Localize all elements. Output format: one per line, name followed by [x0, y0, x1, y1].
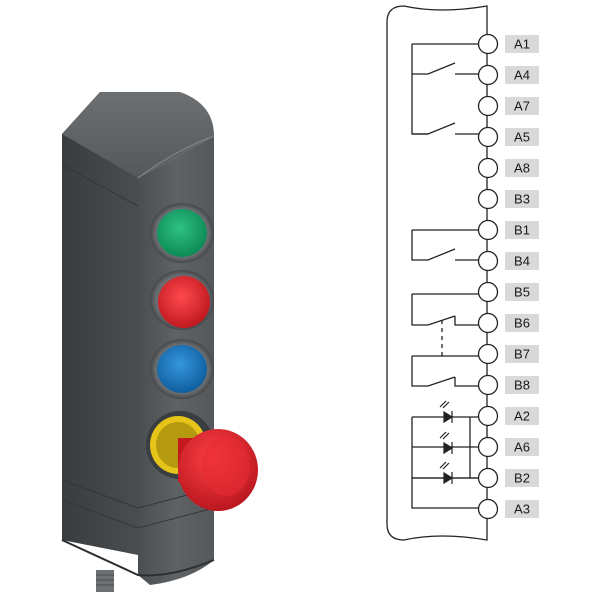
- terminal-label-bg: [505, 128, 539, 146]
- terminal-label-bg: [505, 500, 539, 518]
- terminal-circle: [477, 95, 499, 117]
- terminal-label: A2: [514, 409, 530, 424]
- terminal-label-bg: [505, 438, 539, 456]
- terminal-label-bg: [505, 35, 539, 53]
- terminal-label-bg: [505, 159, 539, 177]
- terminal-label-bg: [505, 252, 539, 270]
- terminal-label: A4: [514, 68, 530, 83]
- terminal-label: A6: [514, 440, 530, 455]
- terminal-circle: [477, 33, 499, 55]
- terminal-label: B3: [514, 192, 530, 207]
- terminal-label: A7: [514, 99, 530, 114]
- enclosure-outline: [386, 5, 488, 541]
- terminal-circle: [477, 250, 499, 272]
- terminal-label-bg: [505, 345, 539, 363]
- terminal-label: B6: [514, 316, 530, 331]
- terminal-label: B2: [514, 471, 530, 486]
- green-pushbutton-icon: [150, 203, 214, 263]
- terminal-circle: [477, 374, 499, 396]
- terminal-circle: [477, 405, 499, 427]
- terminal-circle: [477, 126, 499, 148]
- terminal-label-bg: [505, 407, 539, 425]
- m12-connector-icon: [96, 570, 114, 592]
- terminal-label-bg: [505, 97, 539, 115]
- terminal-label: B8: [514, 378, 530, 393]
- terminal-circle: [477, 312, 499, 334]
- terminal-label: B7: [514, 347, 530, 362]
- terminal-label: B5: [514, 285, 530, 300]
- terminal-label: A1: [514, 37, 530, 52]
- terminal-circle: [477, 188, 499, 210]
- terminal-circle: [477, 436, 499, 458]
- terminal-circle: [477, 157, 499, 179]
- terminal-label: B4: [514, 254, 530, 269]
- led-icon: [439, 400, 454, 485]
- terminal-circle: [477, 219, 499, 241]
- terminal-circle: [477, 281, 499, 303]
- terminal-circle: [477, 64, 499, 86]
- terminal-label: A5: [514, 130, 530, 145]
- terminal-label-bg: [505, 469, 539, 487]
- terminal-label: A3: [514, 502, 530, 517]
- control-station-housing: [61, 92, 215, 585]
- terminal-label-bg: [505, 283, 539, 301]
- terminal-label-bg: [505, 221, 539, 239]
- terminal-label-bg: [505, 66, 539, 84]
- emergency-stop-button-icon: [146, 411, 258, 511]
- terminal-circle: [477, 343, 499, 365]
- terminal-label-bg: [505, 190, 539, 208]
- red-pushbutton-icon: [150, 270, 214, 330]
- terminal-circle: [477, 498, 499, 520]
- terminal-circle: [477, 467, 499, 489]
- wiring-diagram: [386, 5, 488, 541]
- terminal-label-bg: [505, 314, 539, 332]
- terminal-label: A8: [514, 161, 530, 176]
- terminal-label: B1: [514, 223, 530, 238]
- blue-pushbutton-icon: [150, 339, 214, 399]
- terminal-label-bg: [505, 376, 539, 394]
